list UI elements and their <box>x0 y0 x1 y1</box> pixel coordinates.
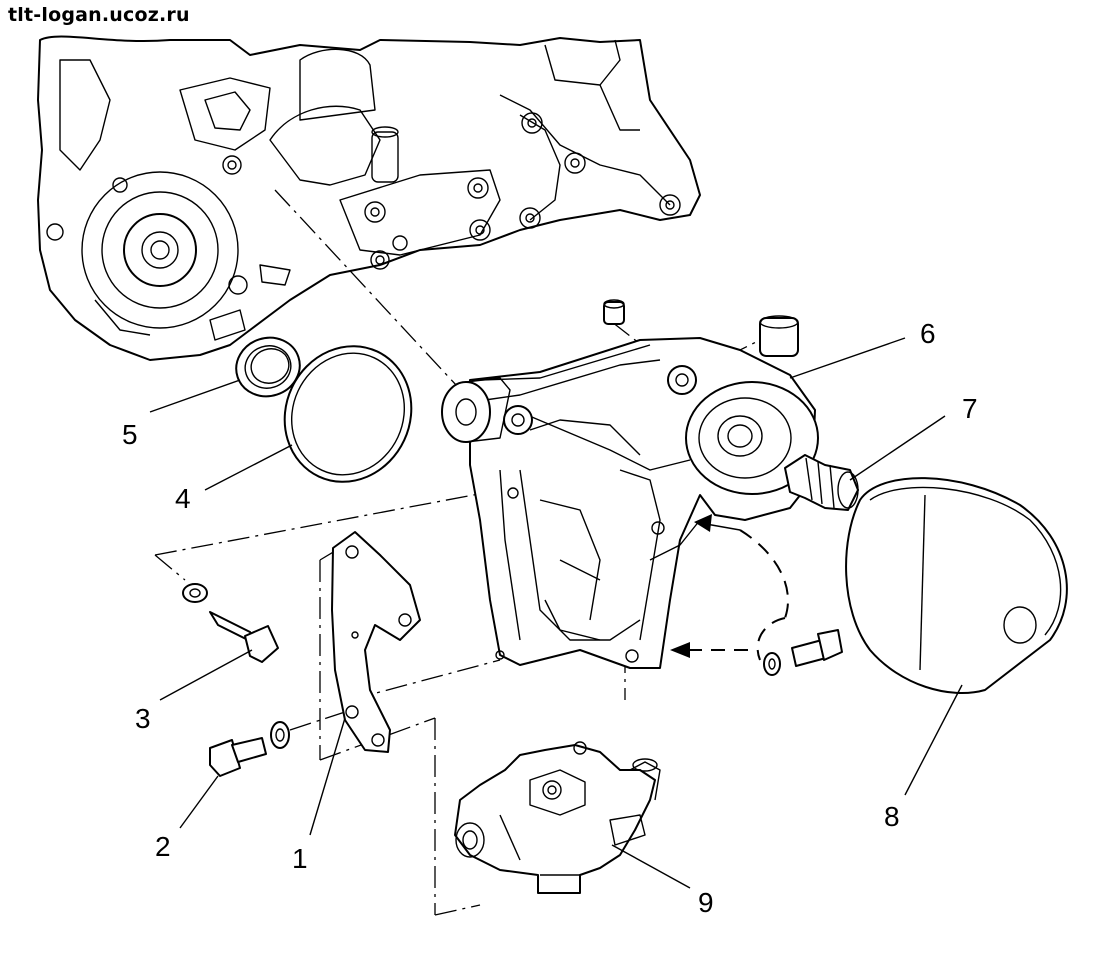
callout-2: 2 <box>155 831 171 862</box>
callout-1: 1 <box>292 843 308 874</box>
callout-5: 5 <box>122 419 138 450</box>
callout-numbers: 1 2 3 4 5 6 7 8 9 <box>122 318 978 918</box>
bolt-2 <box>209 721 290 777</box>
callout-3: 3 <box>135 703 151 734</box>
bolt-3 <box>182 583 279 663</box>
callout-6: 6 <box>920 318 936 349</box>
site-watermark: tlt-logan.ucoz.ru <box>8 4 190 26</box>
seal-ring-5 <box>235 336 301 398</box>
pump-9 <box>454 741 661 894</box>
o-ring-4 <box>283 345 413 483</box>
callout-4: 4 <box>175 483 191 514</box>
callout-9: 9 <box>698 887 714 918</box>
leader-lines <box>149 337 963 889</box>
bracket-6 <box>441 299 819 669</box>
bolt-side <box>763 629 843 676</box>
assembly-arrows <box>670 514 789 661</box>
engine-block <box>37 35 701 361</box>
filter-union-7 <box>784 454 859 511</box>
plate-1 <box>331 531 421 753</box>
oil-filter-8 <box>845 477 1068 694</box>
callout-7: 7 <box>962 393 978 424</box>
callout-8: 8 <box>884 801 900 832</box>
